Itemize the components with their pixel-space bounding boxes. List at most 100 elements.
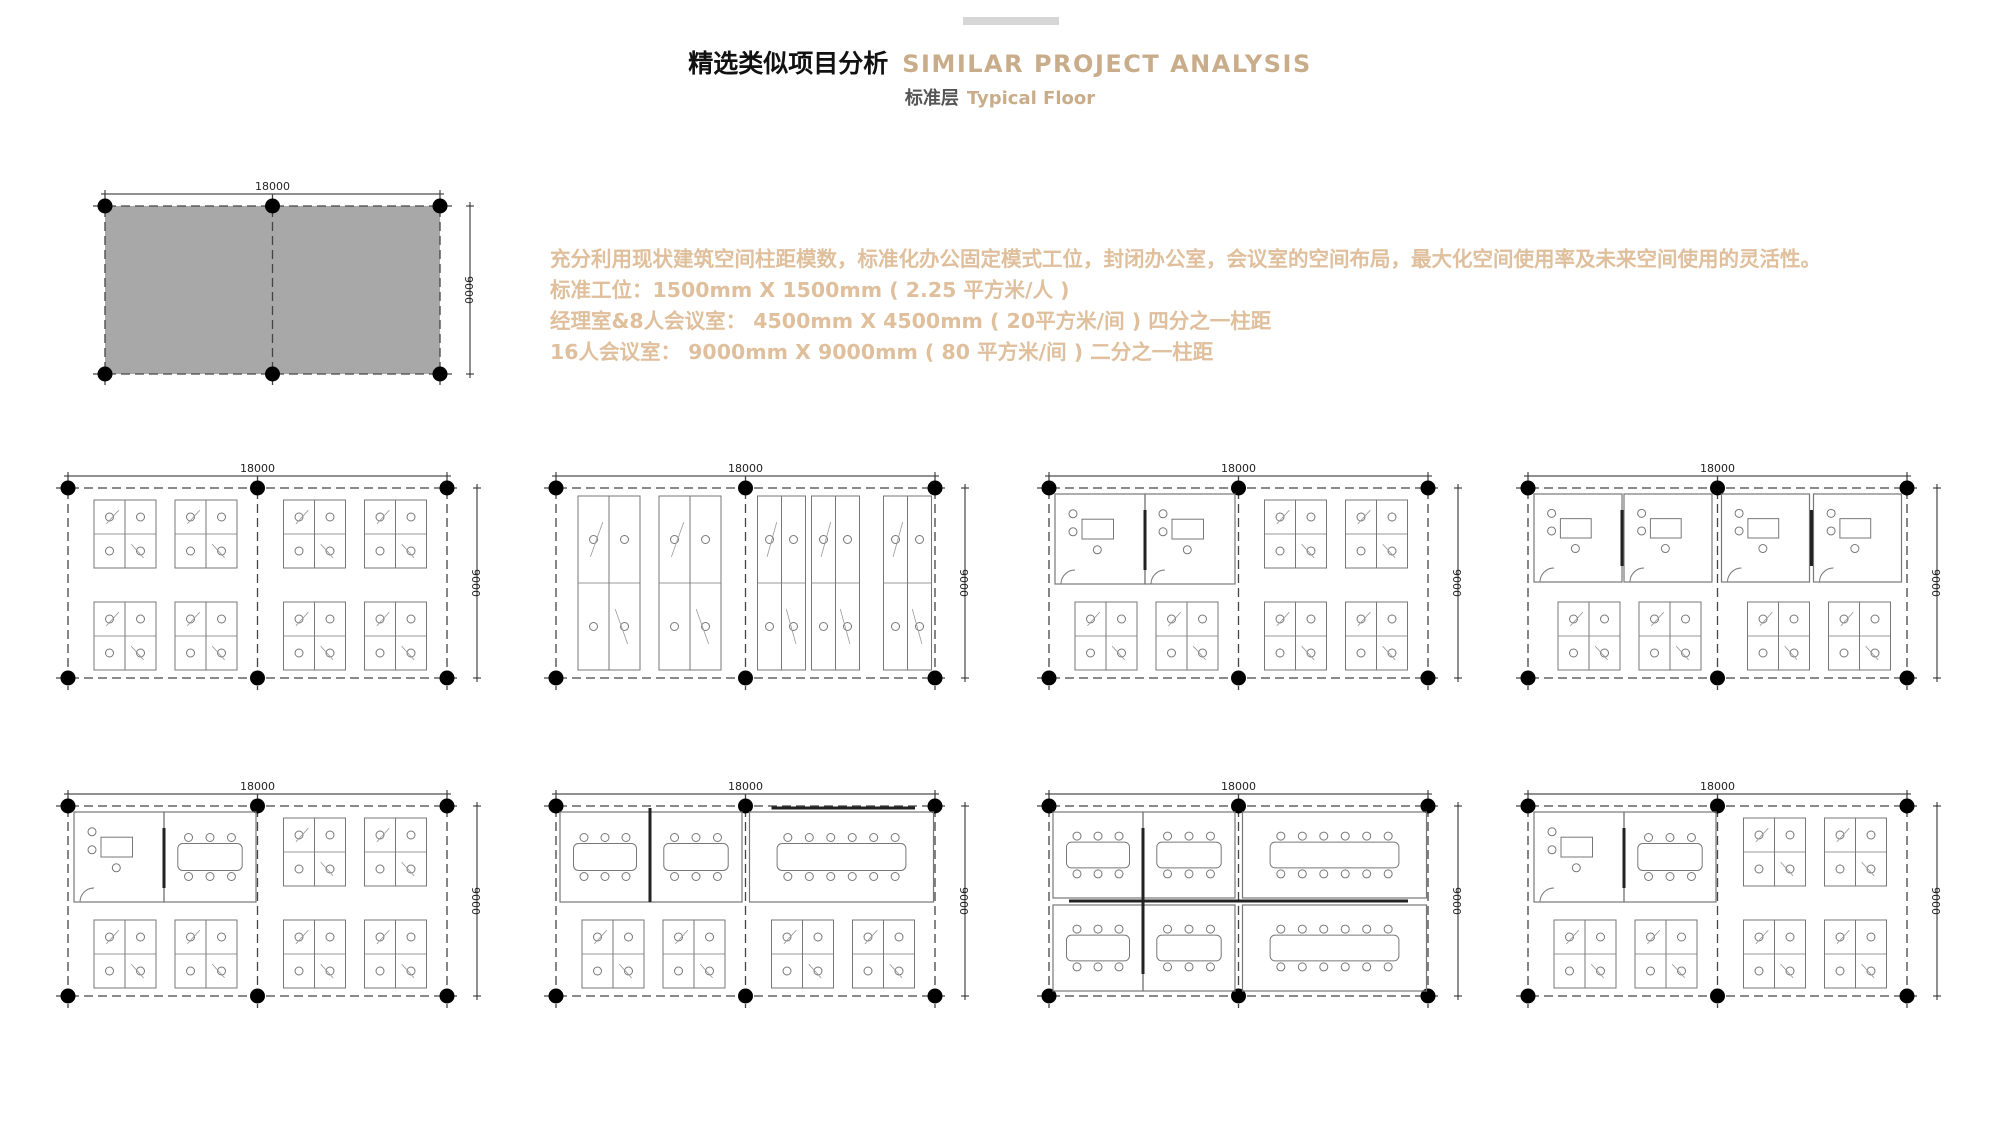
chair — [1319, 831, 1329, 841]
chair — [1362, 924, 1372, 934]
desk-mark — [130, 963, 144, 979]
structural-column — [1041, 480, 1057, 496]
desk-mark — [1755, 827, 1769, 843]
chair — [701, 535, 710, 544]
chair — [105, 932, 114, 942]
dimension-width-label: 18000 — [1700, 780, 1735, 793]
desk-mark — [675, 929, 689, 945]
chair — [691, 872, 701, 881]
desk-mark — [106, 611, 120, 627]
chair — [1686, 872, 1696, 881]
chair — [1686, 833, 1696, 842]
desk-mark — [1276, 509, 1290, 525]
chair — [813, 932, 823, 942]
structural-column — [738, 988, 753, 1004]
chair — [1275, 546, 1285, 556]
chair — [1356, 648, 1366, 658]
desk-mark — [614, 608, 628, 645]
chair — [789, 622, 798, 631]
chair — [1637, 526, 1647, 536]
chair — [1870, 614, 1880, 624]
chair — [843, 622, 852, 631]
chair — [869, 833, 879, 842]
desk-mark — [1168, 611, 1182, 627]
desk-mark — [320, 963, 334, 979]
chair — [325, 830, 335, 840]
chair — [1184, 962, 1194, 972]
desk-mark — [785, 608, 797, 645]
chair — [105, 648, 114, 658]
dimension-width-label: 18000 — [255, 180, 290, 193]
desk-mark — [130, 645, 144, 661]
private-office — [1812, 493, 1903, 583]
desk-mark — [401, 861, 415, 877]
chair — [1789, 648, 1799, 658]
chair — [819, 622, 828, 631]
chair — [621, 833, 631, 842]
chair — [621, 872, 631, 881]
chair — [843, 535, 852, 544]
chair — [1184, 924, 1194, 934]
structural-column — [548, 798, 564, 814]
chair — [1870, 648, 1880, 658]
chair — [1158, 527, 1168, 537]
chair — [294, 512, 304, 522]
desk-mark — [401, 963, 415, 979]
chair — [1356, 546, 1366, 556]
chair — [325, 614, 335, 624]
chair — [1569, 648, 1578, 658]
chair — [294, 932, 304, 942]
chair — [1665, 833, 1675, 842]
chair — [915, 535, 924, 544]
structural-column — [548, 988, 564, 1004]
desk-mark — [295, 611, 309, 627]
chair — [406, 830, 416, 840]
meeting-table — [663, 843, 729, 871]
chair — [406, 932, 416, 942]
desk-mark — [130, 543, 144, 559]
chair — [620, 535, 629, 544]
chair — [406, 512, 416, 522]
chair — [186, 648, 195, 658]
office-desk — [1081, 518, 1114, 540]
structural-column — [439, 988, 455, 1004]
desk-mark — [187, 611, 201, 627]
chair — [712, 833, 722, 842]
private-office — [1623, 493, 1713, 583]
chair — [1114, 869, 1124, 879]
meeting-table — [1156, 934, 1222, 962]
desk-mark — [1590, 963, 1604, 979]
desk-mark — [211, 963, 225, 979]
chair — [217, 648, 226, 658]
chair — [600, 872, 610, 881]
chair — [1297, 962, 1307, 972]
chair — [804, 833, 814, 842]
chair — [1093, 869, 1103, 879]
structural-column — [548, 480, 564, 496]
door-swing — [1060, 569, 1076, 585]
chair — [890, 833, 900, 842]
chair — [325, 546, 335, 556]
structural-column — [432, 198, 448, 214]
desk-mark — [1861, 963, 1875, 979]
structural-column — [439, 670, 455, 686]
chair — [804, 872, 814, 881]
chair — [1789, 614, 1799, 624]
chair — [325, 512, 335, 522]
desk-mark — [1382, 543, 1396, 559]
chair — [1866, 932, 1876, 942]
chair — [1681, 614, 1690, 624]
chair — [624, 966, 633, 976]
chair — [1835, 830, 1845, 840]
structural-column — [738, 670, 753, 686]
chair — [847, 833, 857, 842]
chair — [105, 614, 114, 624]
structural-column — [1710, 670, 1725, 686]
desk-mark — [320, 861, 334, 877]
chair — [1600, 614, 1609, 624]
